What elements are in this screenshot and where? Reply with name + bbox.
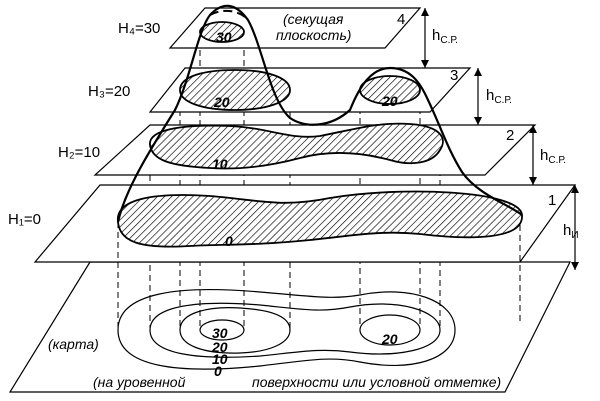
contour-label-10: 10 — [212, 156, 228, 172]
section-0 — [117, 190, 523, 248]
map-label-ring-10: 10 — [212, 351, 228, 367]
contour-label-20-left: 20 — [213, 94, 230, 110]
surface-annotation-2: поверхности или условной отметке) — [252, 374, 501, 390]
contour-label-0: 0 — [225, 233, 233, 249]
level-label-3: H₃=20 — [88, 83, 130, 100]
map-contour-10 — [149, 302, 441, 358]
section-30 — [199, 21, 245, 43]
section-10 — [149, 122, 444, 170]
level-label-1: H₁=0 — [8, 211, 41, 228]
terrain-outline — [116, 4, 523, 223]
plane-3: 20 20 H₃=20 3 — [88, 67, 472, 113]
contour-label-30: 30 — [216, 29, 232, 45]
surface-annotation-1: (на уровенной — [93, 374, 186, 390]
plane-2: 10 H₂=10 2 — [58, 122, 537, 176]
map-contour-20-left — [179, 307, 291, 354]
cutting-plane-line2: плоскость) — [276, 27, 351, 43]
plane-1: 0 H₁=0 1 — [8, 184, 577, 263]
plane-number-3: 3 — [450, 67, 458, 84]
plane-4: 30 H₄=30 4 (секущая плоскость) — [118, 7, 422, 49]
plane-number-4: 4 — [397, 11, 405, 28]
interval-markers: hС.Р. hС.Р. hС.Р. hИ — [421, 8, 579, 270]
interval-h-2: hС.Р. — [486, 87, 512, 106]
map-contour-30 — [199, 319, 245, 341]
interval-h-3: hС.Р. — [540, 147, 566, 166]
section-20-left — [179, 69, 291, 111]
terrain-dashed-top — [209, 9, 249, 21]
contour-label-20-right: 20 — [381, 93, 398, 109]
map-label-peak-left: 30 — [212, 325, 228, 341]
level-label-4: H₄=30 — [118, 20, 160, 37]
map-contour-0 — [117, 288, 456, 370]
map-annotation: (карта) — [48, 336, 99, 352]
map-label-ring-20: 20 — [211, 339, 228, 355]
plane-number-2: 2 — [506, 127, 514, 144]
map-label-ring-0: 0 — [214, 363, 222, 379]
height-h: hИ — [563, 222, 579, 241]
plane-number-1: 1 — [548, 192, 556, 209]
map-label-peak-right: 20 — [381, 331, 398, 347]
interval-h-1: hС.Р. — [432, 27, 458, 46]
cutting-plane-line1: (секущая — [283, 11, 344, 27]
level-label-2: H₂=10 — [58, 144, 100, 161]
